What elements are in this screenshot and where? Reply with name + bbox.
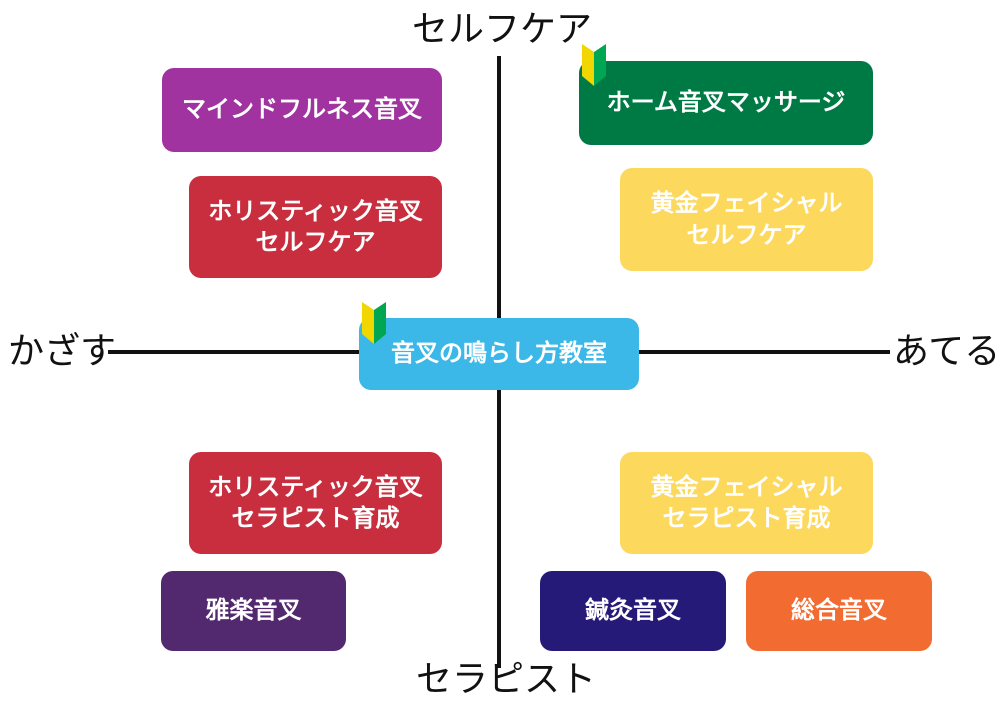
box-label-line-2: セルフケア bbox=[255, 228, 376, 256]
box-sougou-onsa: 総合音叉 bbox=[746, 571, 932, 651]
beginner-mark-icon bbox=[362, 302, 386, 344]
box-label: 音叉の鳴らし方教室 bbox=[391, 339, 607, 368]
box-label-line-1: ホリスティック音叉 bbox=[208, 196, 423, 225]
box-label: マインドフルネス音叉 bbox=[182, 95, 422, 124]
axis-label-left: かざす bbox=[8, 331, 117, 372]
box-golden-facial-therapist: 黄金フェイシャル セラピスト育成 bbox=[620, 452, 873, 554]
box-label-line-2: セルフケア bbox=[686, 220, 807, 249]
box-home-onsa-massage: ホーム音叉マッサージ bbox=[579, 61, 873, 145]
box-label-line-2: セラピスト育成 bbox=[231, 504, 400, 532]
box-label-line-1: ホリスティック音叉 bbox=[208, 472, 423, 501]
axis-label-right: あてる bbox=[893, 331, 1000, 372]
box-golden-facial-selfcare: 黄金フェイシャル セルフケア bbox=[620, 168, 873, 271]
box-label: 総合音叉 bbox=[791, 596, 887, 625]
box-gagaku-onsa: 雅楽音叉 bbox=[161, 571, 346, 651]
box-label: 雅楽音叉 bbox=[205, 596, 302, 625]
axis-label-bottom: セラピスト bbox=[416, 659, 597, 700]
box-shinkyu-onsa: 鍼灸音叉 bbox=[540, 571, 726, 651]
box-label: ホーム音叉マッサージ bbox=[606, 88, 846, 117]
box-holistic-onsa-therapist: ホリスティック音叉 セラピスト育成 bbox=[189, 452, 442, 554]
beginner-mark-icon bbox=[582, 44, 606, 86]
box-label-line-2: セラピスト育成 bbox=[662, 504, 831, 532]
box-holistic-onsa-selfcare: ホリスティック音叉 セルフケア bbox=[189, 176, 442, 278]
box-onsa-class-center: 音叉の鳴らし方教室 bbox=[359, 318, 639, 390]
axis-label-top: セルフケア bbox=[412, 9, 593, 50]
box-label-line-1: 黄金フェイシャル bbox=[650, 472, 843, 501]
box-label-line-1: 黄金フェイシャル bbox=[650, 189, 843, 218]
box-label: 鍼灸音叉 bbox=[585, 596, 681, 625]
box-mindfulness-onsa: マインドフルネス音叉 bbox=[162, 68, 442, 152]
